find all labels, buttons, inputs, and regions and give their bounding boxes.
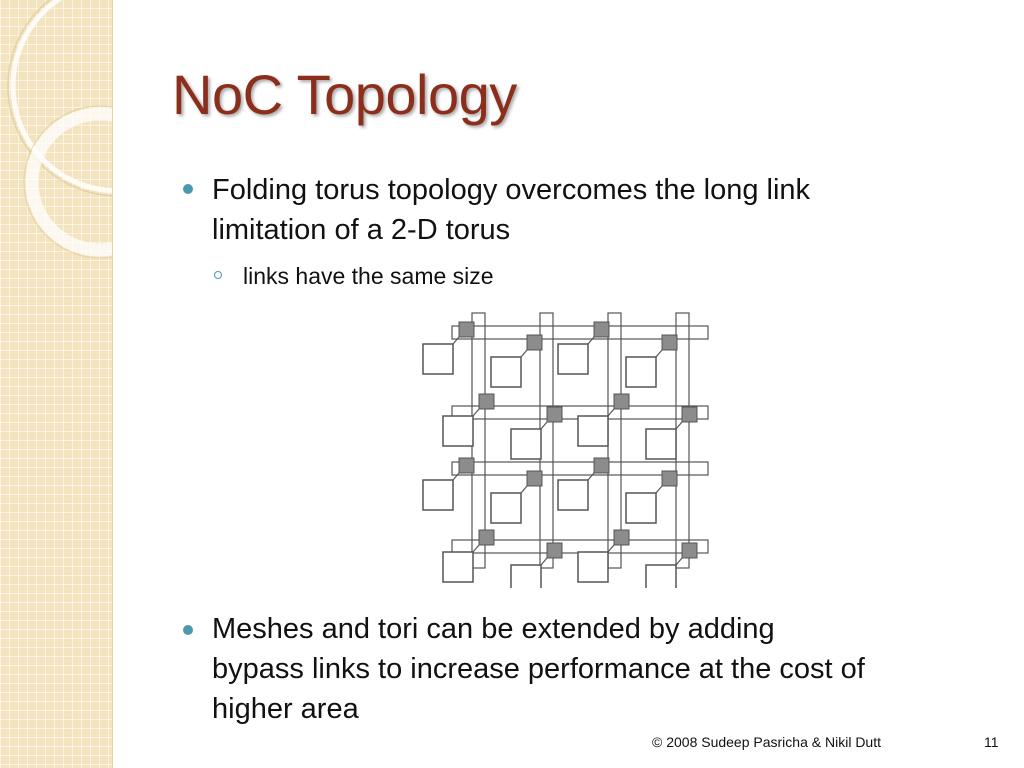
router-node	[458, 457, 475, 474]
decorative-sidebar	[0, 0, 113, 768]
router-node	[661, 334, 678, 351]
core-router-link	[675, 557, 683, 566]
core-router-link	[540, 557, 548, 566]
core-router-link	[607, 408, 615, 417]
core-router-link	[587, 336, 595, 345]
router-node	[681, 406, 698, 423]
router-node	[593, 321, 610, 338]
core-node	[577, 415, 609, 447]
router-node	[546, 542, 563, 559]
decorative-circles	[7, 0, 112, 259]
core-node	[577, 551, 609, 583]
core-node	[557, 343, 589, 375]
core-node	[625, 356, 657, 388]
core-router-link	[540, 421, 548, 430]
bullet-marker	[183, 625, 193, 635]
footer-copyright: © 2008 Sudeep Pasricha & Nikil Dutt	[652, 734, 881, 750]
core-router-link	[655, 349, 663, 358]
folded-column-link	[539, 312, 554, 569]
bullet-2-line-1: Meshes and tori can be extended by addin…	[212, 613, 775, 645]
core-node	[510, 564, 542, 588]
router-node	[613, 393, 630, 410]
core-router-link	[675, 421, 683, 430]
core-router-link	[587, 472, 595, 481]
folding-torus-diagram	[422, 312, 709, 588]
router-node	[661, 470, 678, 487]
bullet-2-line-3: higher area	[212, 693, 359, 725]
core-node	[490, 356, 522, 388]
core-node	[422, 479, 454, 511]
core-router-link	[655, 485, 663, 494]
core-router-link	[472, 408, 480, 417]
sub-bullet-text: links have the same size	[243, 263, 494, 289]
core-router-link	[452, 336, 460, 345]
bullet-1-line-2: limitation of a 2-D torus	[212, 214, 511, 246]
core-router-link	[520, 349, 528, 358]
core-router-link	[520, 485, 528, 494]
core-router-link	[452, 472, 460, 481]
core-node	[645, 564, 677, 588]
bullet-marker	[183, 184, 193, 194]
router-node	[593, 457, 610, 474]
router-node	[681, 542, 698, 559]
folded-column-link	[675, 312, 690, 569]
router-node	[526, 470, 543, 487]
core-router-link	[607, 544, 615, 553]
router-node	[613, 529, 630, 546]
router-node	[478, 393, 495, 410]
router-node	[526, 334, 543, 351]
core-node	[442, 551, 474, 583]
core-node	[645, 428, 677, 460]
router-node	[478, 529, 495, 546]
bullet-2-line-2: bypass links to increase performance at …	[212, 653, 865, 685]
core-node	[490, 492, 522, 524]
core-router-link	[472, 544, 480, 553]
router-node	[546, 406, 563, 423]
core-node	[510, 428, 542, 460]
core-node	[557, 479, 589, 511]
core-node	[625, 492, 657, 524]
folded-row-link	[451, 461, 709, 476]
slide-number: 11	[984, 734, 999, 750]
sub-bullet-marker	[214, 271, 222, 279]
bullet-1-line-1: Folding torus topology overcomes the lon…	[212, 174, 811, 206]
core-node	[422, 343, 454, 375]
folded-row-link	[451, 325, 709, 340]
router-node	[458, 321, 475, 338]
core-node	[442, 415, 474, 447]
slide-title: NoC Topology	[172, 63, 517, 126]
